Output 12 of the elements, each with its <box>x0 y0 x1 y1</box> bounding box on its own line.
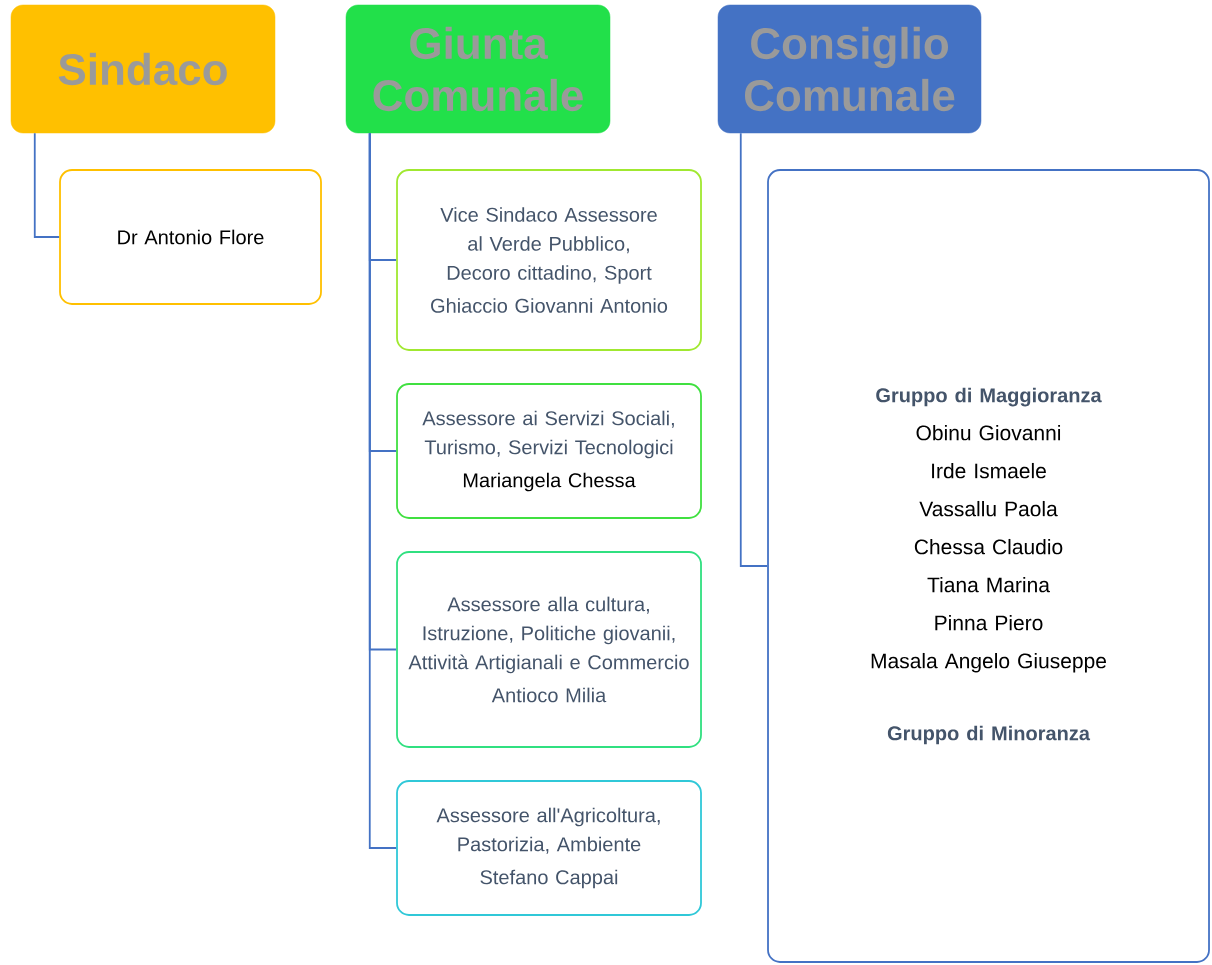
role-box: Vice Sindaco Assessore al Verde Pubblico, Decoro cittadino, Sport Ghiaccio Giovanni Antonio <box>396 169 702 351</box>
title-box: Giunta Comunale <box>345 4 611 134</box>
title-box: Consiglio Comunale <box>717 4 982 134</box>
connector-line <box>33 132 60 238</box>
person-box: Dr Antonio Flore <box>59 169 322 305</box>
role-box: Assessore all'Agricoltura, Pastorizia, Ambiente Stefano Cappai <box>396 780 702 916</box>
role-box: Assessore ai Servizi Sociali, Turismo, Servizi Tecnologici Mariangela Chessa <box>396 383 702 519</box>
council-box: Gruppo di Maggioranza Obinu Giovanni Irde Ismaele Vassallu Paola Chessa Claudio Tiana Marina Pinna Piero Masala Angelo Giuseppe Gruppo di Minoranza <box>767 169 1210 963</box>
role-box: Assessore alla cultura, Istruzione, Politiche giovanii, Attività Artigianali e Commercio Antioco Milia <box>396 551 702 748</box>
title-box: Sindaco <box>10 4 276 134</box>
connector-line <box>739 132 768 567</box>
connector-line <box>368 132 397 849</box>
